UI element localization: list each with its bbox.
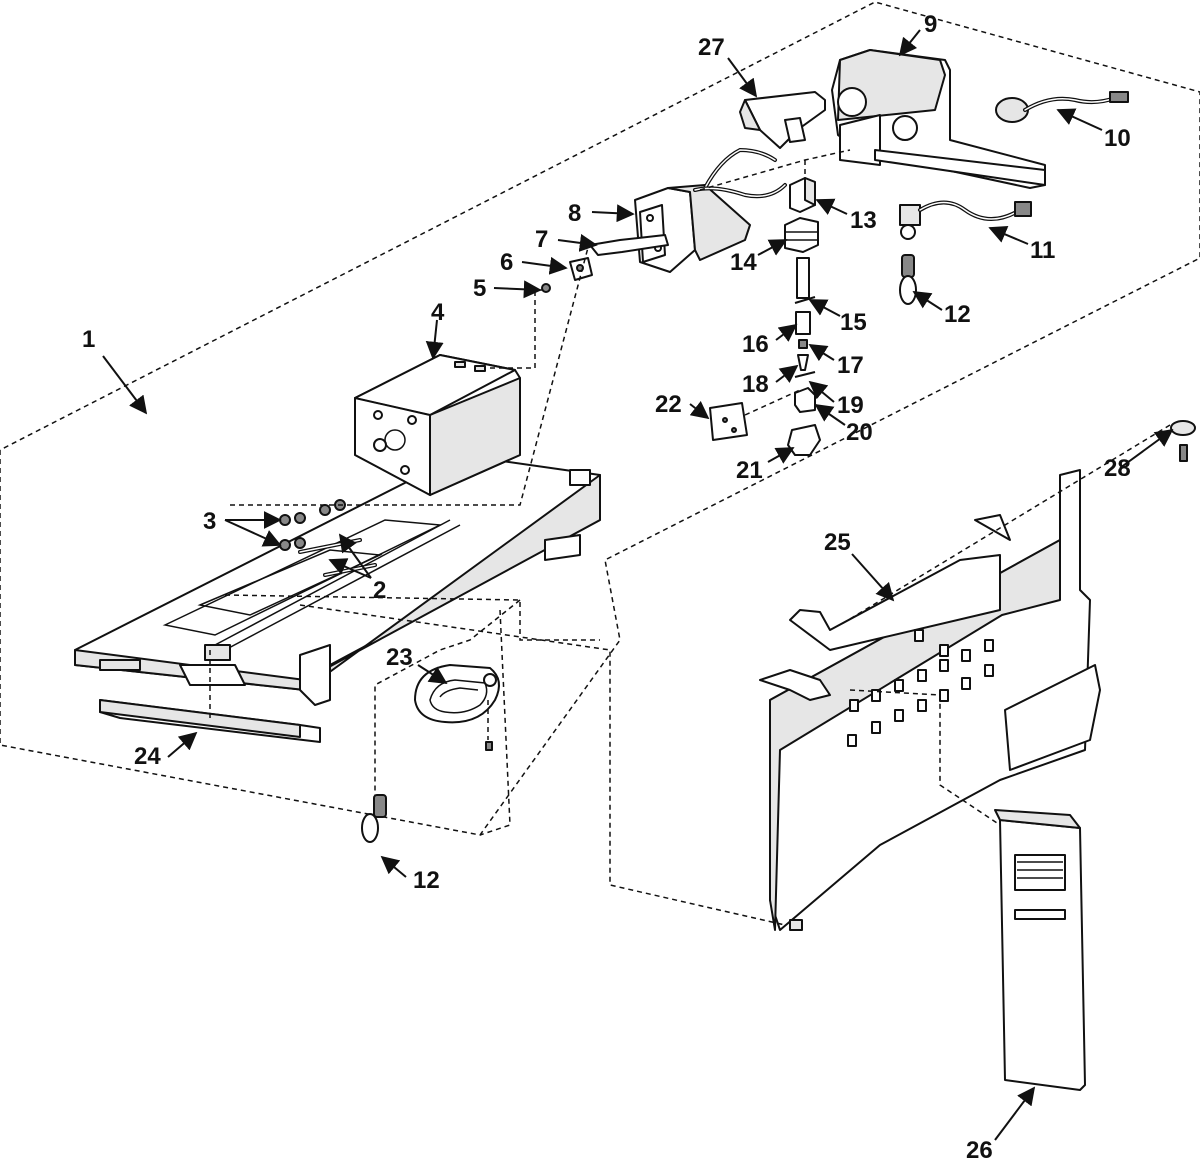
leader-arrows bbox=[102, 29, 1174, 1141]
callout-17: 17 bbox=[837, 352, 864, 379]
callout-21: 21 bbox=[736, 457, 763, 484]
callout-9: 9 bbox=[924, 11, 937, 38]
small-block[interactable] bbox=[569, 257, 593, 281]
callout-13: 13 bbox=[850, 207, 877, 234]
coil[interactable] bbox=[784, 217, 819, 253]
callout-25: 25 bbox=[824, 529, 851, 556]
callout-19: 19 bbox=[837, 392, 864, 419]
callout-6: 6 bbox=[500, 249, 513, 276]
reference-lines bbox=[209, 149, 1171, 926]
callout-12-bottom: 12 bbox=[413, 867, 440, 894]
callout-14: 14 bbox=[730, 249, 757, 276]
callout-23: 23 bbox=[386, 644, 413, 671]
callout-27: 27 bbox=[698, 34, 725, 61]
shaft-arm[interactable] bbox=[589, 234, 669, 256]
lamp-bottom[interactable] bbox=[361, 794, 387, 843]
cap-screw[interactable] bbox=[1170, 420, 1196, 462]
callout-8: 8 bbox=[568, 200, 581, 227]
small-nut[interactable] bbox=[541, 283, 551, 293]
callout-24: 24 bbox=[134, 743, 161, 770]
side-cover[interactable] bbox=[994, 809, 1086, 1091]
ice-maker-housing[interactable] bbox=[831, 49, 1046, 189]
plunger-stack[interactable] bbox=[787, 257, 821, 456]
callout-28: 28 bbox=[1104, 455, 1131, 482]
callout-11: 11 bbox=[1030, 237, 1055, 264]
mount-plate[interactable] bbox=[709, 402, 748, 441]
callout-15: 15 bbox=[840, 309, 867, 336]
callout-5: 5 bbox=[473, 275, 486, 302]
callout-22: 22 bbox=[655, 391, 682, 418]
cup-screw bbox=[485, 741, 493, 751]
callout-16: 16 bbox=[742, 331, 769, 358]
top-bracket[interactable] bbox=[739, 91, 826, 149]
panel-vent-slots bbox=[847, 629, 994, 747]
callout-labels: 1 2 3 4 5 6 7 8 9 10 11 12 12 13 14 15 1… bbox=[82, 11, 1131, 1164]
assembly-boundary bbox=[0, 1, 1200, 836]
callout-1: 1 bbox=[82, 326, 95, 353]
front-panel[interactable] bbox=[759, 469, 1101, 931]
motor-housing[interactable] bbox=[354, 354, 521, 497]
callout-10: 10 bbox=[1104, 125, 1131, 152]
callout-12-top: 12 bbox=[944, 301, 971, 328]
callout-3: 3 bbox=[203, 508, 216, 535]
callout-2: 2 bbox=[373, 577, 386, 604]
harness-10[interactable] bbox=[995, 91, 1129, 123]
callout-7: 7 bbox=[535, 226, 548, 253]
base-plate[interactable] bbox=[74, 454, 601, 706]
motor-assembly[interactable] bbox=[634, 147, 787, 273]
lamp-top[interactable] bbox=[899, 254, 917, 305]
callout-26: 26 bbox=[966, 1137, 993, 1163]
callout-4: 4 bbox=[431, 299, 445, 326]
harness-11[interactable] bbox=[899, 200, 1032, 240]
callout-18: 18 bbox=[742, 371, 769, 398]
bottom-bar[interactable] bbox=[99, 699, 321, 743]
solenoid[interactable] bbox=[789, 177, 816, 213]
drip-cup[interactable] bbox=[414, 664, 500, 724]
callout-20: 20 bbox=[846, 419, 873, 446]
